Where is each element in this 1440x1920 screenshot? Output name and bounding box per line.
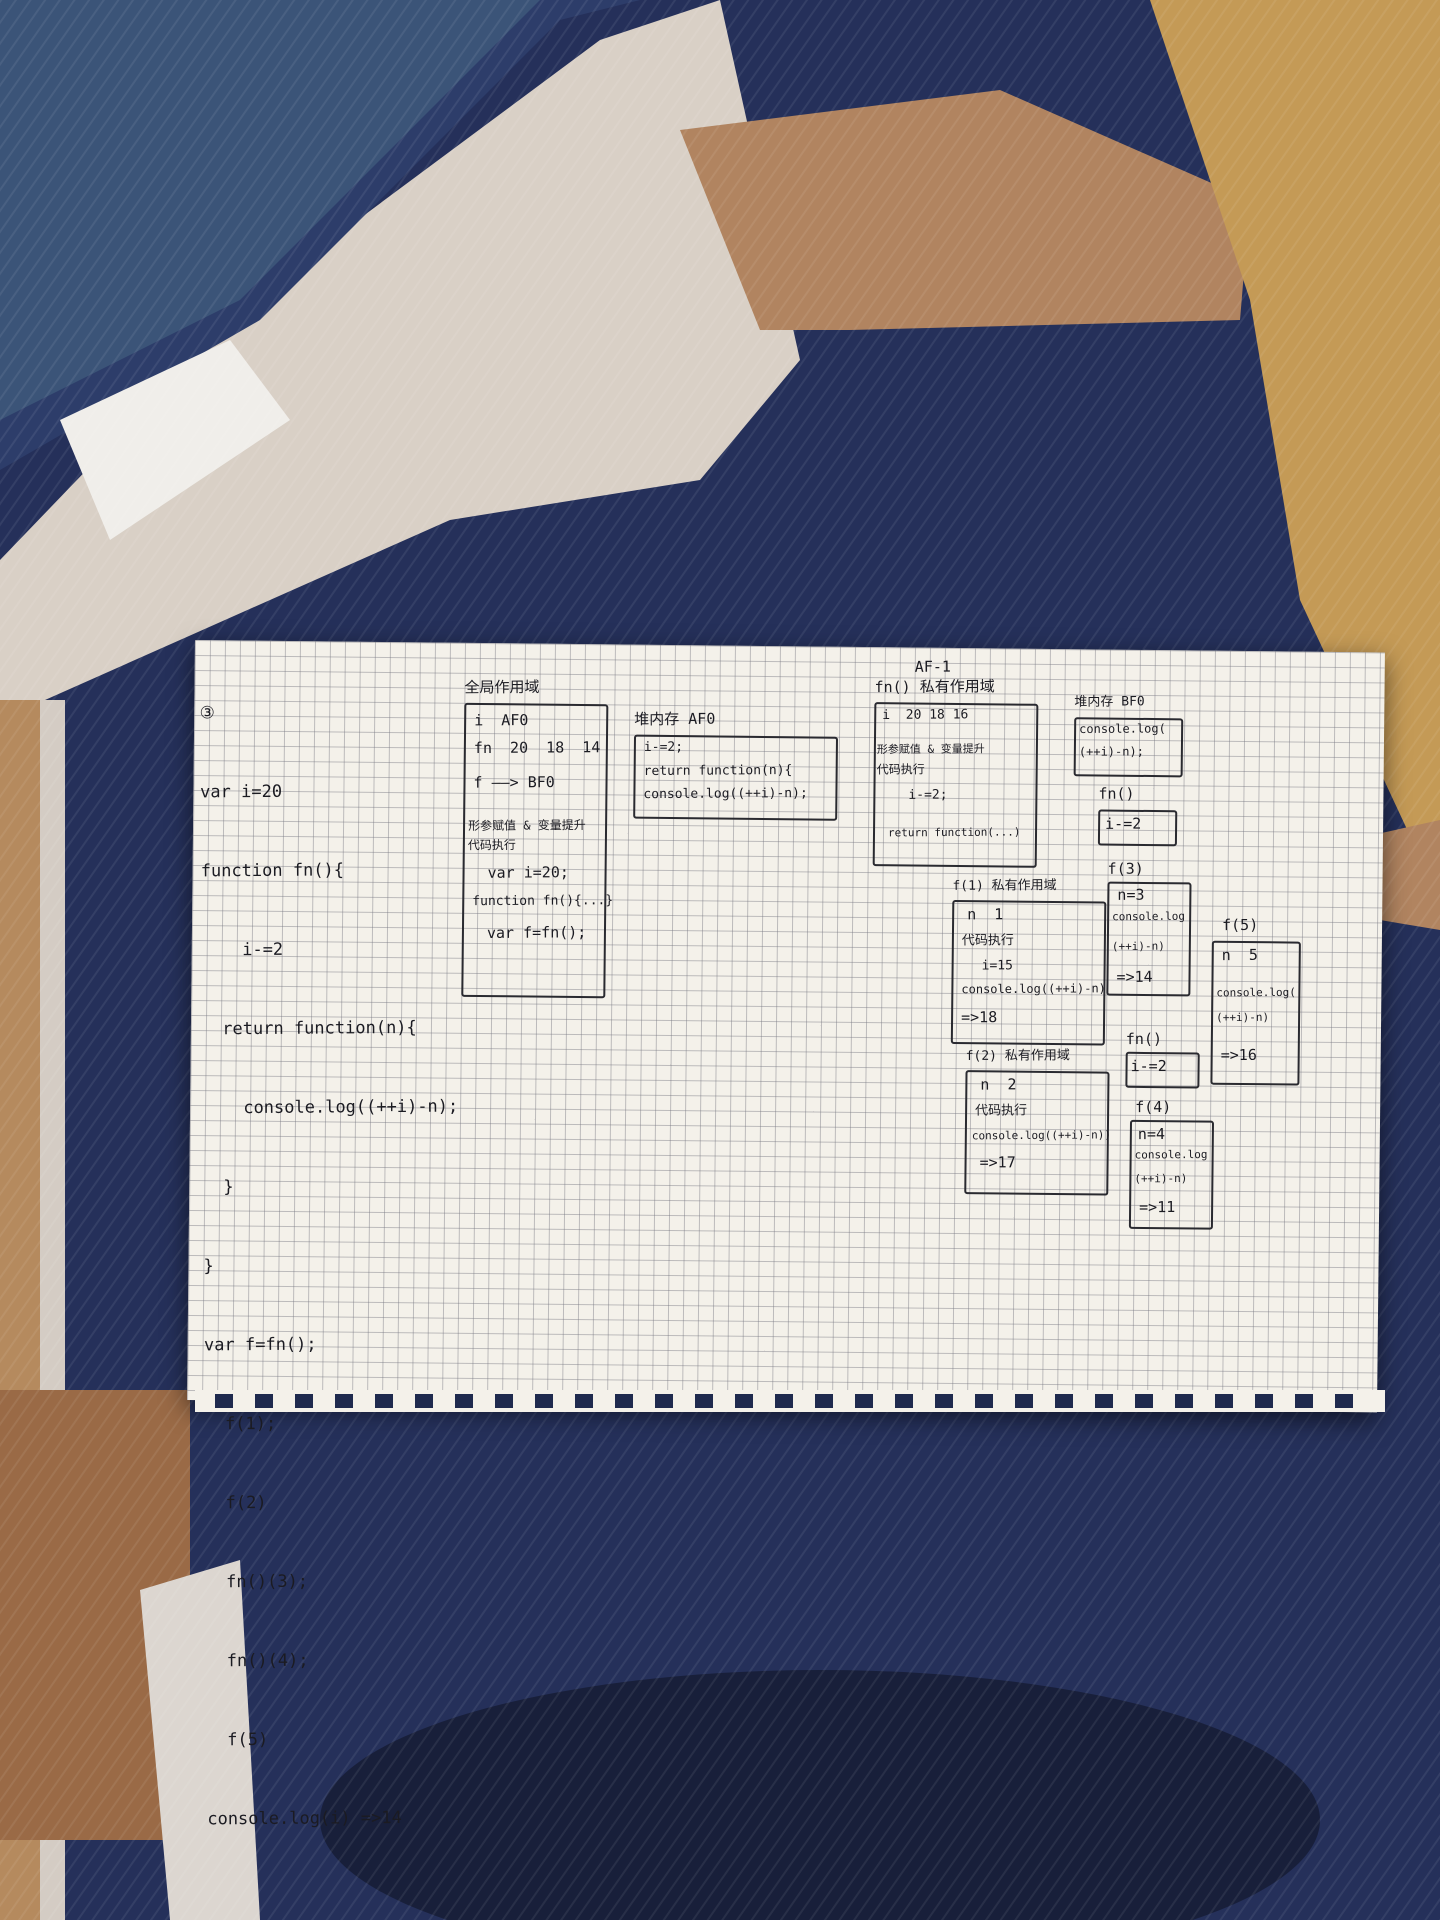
f1-title: f(1) 私有作用域 [952,878,1057,894]
code-line: var f=fn(); [203,1334,317,1356]
heap-af0-line: i-=2; [643,739,684,756]
code-line: fn()(4); [206,1650,309,1672]
f4-line: n=4 [1137,1124,1166,1144]
global-step: function fn(){...} [472,893,614,910]
global-scope-title: 全局作用域 [464,677,540,697]
code-line: } [202,1177,234,1198]
fn-private-line: 形参赋值 & 变量提升 [876,742,985,757]
f3-line: console.log [1112,909,1186,924]
f1-line: i=15 [981,958,1013,974]
f3-line: (++i)-n) [1111,939,1165,954]
fn-private-line: 代码执行 [876,762,925,777]
code-line: } [203,1256,214,1277]
code-line: fn()(3); [205,1571,309,1593]
fn-private-line: i 20 18 16 [882,707,969,723]
f4-line: (++i)-n) [1134,1171,1188,1186]
fn-call-title: fn() [1125,1029,1163,1049]
f1-line: 代码执行 [961,933,1014,949]
global-step: 代码执行 [467,837,516,853]
fn-call-line: i-=2 [1105,814,1142,833]
heap-af0-title: 堆内存 AF0 [634,709,716,729]
f1-line: n 1 [967,905,1004,924]
f3-title: f(3) [1107,859,1144,878]
global-var: fn 20 18 14 [473,738,601,758]
global-var: i AF0 [474,711,529,730]
code-line: i-=2 [201,939,284,961]
problem-number: ③ [199,702,215,724]
f2-title: f(2) 私有作用域 [965,1048,1070,1065]
f3-line: =>14 [1116,967,1153,986]
global-step: var i=20; [487,863,569,882]
global-step: 形参赋值 & 变量提升 [468,818,586,833]
fn-private-title: fn() 私有作用域 [874,677,995,697]
code-snippet: ③ var i=20 function fn(){ i-=2 return fu… [199,646,464,1886]
f3-line: n=3 [1117,885,1145,904]
f2-line: =>17 [979,1153,1016,1172]
code-line: function fn(){ [200,860,345,882]
f5-line: (++i)-n) [1216,1010,1270,1025]
f5-title: f(5) [1222,915,1259,935]
torn-perforated-edge [195,1390,1385,1412]
grid-notebook-page: ③ var i=20 function fn(){ i-=2 return fu… [187,640,1385,1829]
global-f-row: f ——> BF0 [473,773,555,792]
heap-bf0-line: console.log( [1079,721,1166,737]
fn-private-line: i-=2; [908,787,948,803]
code-line: f(5) [206,1730,269,1751]
f4-line: console.log [1134,1147,1208,1162]
f4-title: f(4) [1135,1097,1172,1117]
code-line: f(2) [205,1492,267,1514]
f5-line: console.log( [1216,985,1296,1000]
f2-line: console.log((++i)-n)) [971,1128,1111,1143]
f1-line: console.log((++i)-n) [961,981,1106,997]
heap-bf0-title: 堆内存 BF0 [1074,694,1145,710]
heap-bf0-line: (++i)-n); [1078,744,1144,759]
f1-line: =>18 [961,1008,998,1027]
f5-line: =>16 [1220,1045,1257,1065]
f2-line: n 2 [980,1075,1017,1094]
fn-private-line: return function(...) [887,825,1021,840]
global-step: var f=fn(); [486,923,587,942]
f5-line: n 5 [1221,945,1258,965]
heap-af0-line: return function(n){ [643,762,793,780]
fn-call-title: fn() [1098,784,1135,803]
fn-private-label: AF-1 [914,657,951,676]
fn-private-box [872,702,1039,868]
f4-line: =>11 [1139,1197,1176,1217]
code-line: console.log((++i)-n); [202,1096,459,1119]
heap-af0-line: console.log((++i)-n); [643,785,808,803]
code-line: var i=20 [200,781,283,803]
f2-line: 代码执行 [975,1103,1028,1119]
code-line: console.log(i) =>14 [207,1808,402,1830]
fn-call-line: i-=2 [1130,1056,1167,1076]
code-line: return function(n){ [201,1017,417,1040]
